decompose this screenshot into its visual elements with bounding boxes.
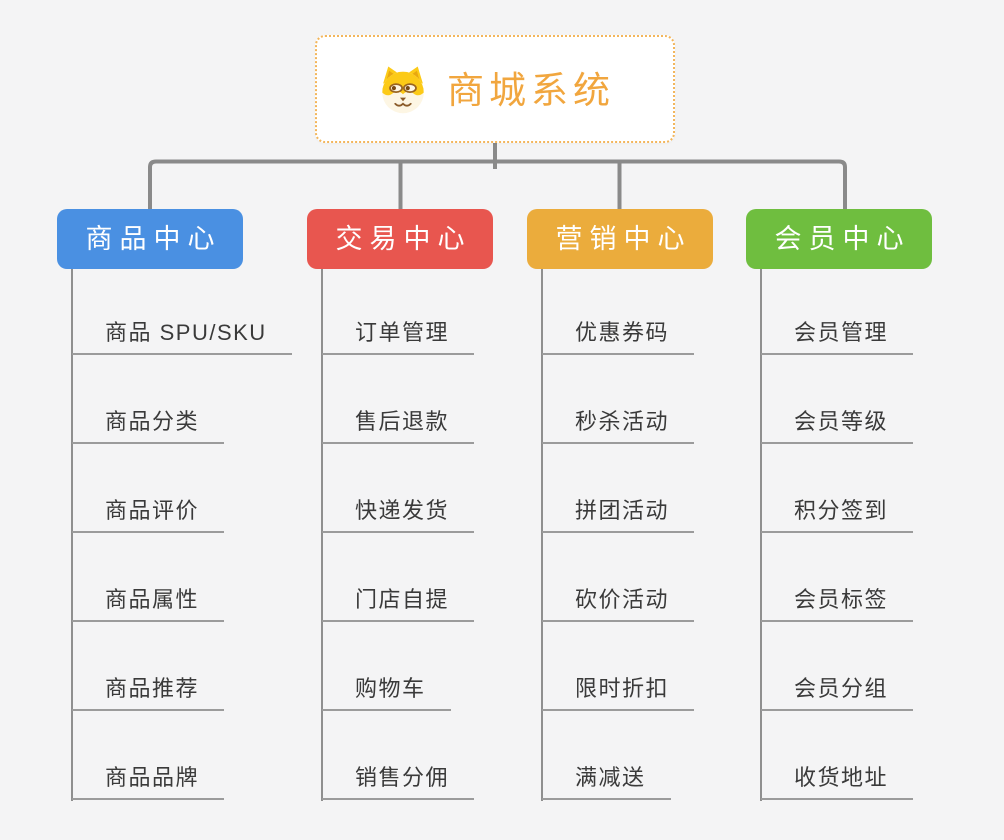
child-topic-row: 商品 SPU/SKU: [72, 269, 292, 355]
branch-children-list: 商品 SPU/SKU 商品分类商品评价商品属性商品推荐商品品牌: [72, 269, 292, 800]
child-topic-node[interactable]: 销售分佣: [322, 764, 475, 800]
child-topic-node[interactable]: 商品分类: [72, 408, 225, 444]
child-topic-row: 商品分类: [72, 355, 292, 444]
child-topic-node[interactable]: 订单管理: [322, 319, 475, 355]
child-topic-row: 会员等级: [761, 355, 914, 444]
child-topic-row: 优惠券码: [542, 269, 695, 355]
shiba-dog-icon: [382, 66, 424, 114]
child-topic-node[interactable]: 商品评价: [72, 497, 225, 533]
child-topic-row: 收货地址: [761, 711, 914, 800]
branch-children-list: 订单管理售后退款快递发货门店自提购物车销售分佣: [322, 269, 475, 800]
child-topic-row: 限时折扣: [542, 622, 695, 711]
child-topic-row: 积分签到: [761, 444, 914, 533]
child-topic-node[interactable]: 会员分组: [761, 675, 914, 711]
child-topic-node[interactable]: 收货地址: [761, 764, 914, 800]
child-topic-row: 快递发货: [322, 444, 475, 533]
child-topic-row: 拼团活动: [542, 444, 695, 533]
child-topic-node[interactable]: 售后退款: [322, 408, 475, 444]
root-topic-label: 商城系统: [447, 69, 615, 111]
child-topic-row: 商品属性: [72, 533, 292, 622]
child-topic-row: 会员管理: [761, 269, 914, 355]
branch-children-list: 会员管理会员等级积分签到会员标签会员分组收货地址: [761, 269, 914, 800]
branch-node-marketing[interactable]: 营销中心: [527, 209, 713, 269]
branch-rail-connector: [148, 159, 847, 209]
child-topic-node[interactable]: 优惠券码: [542, 319, 695, 355]
branch-node-trade[interactable]: 交易中心: [307, 209, 493, 269]
child-topic-node[interactable]: 会员管理: [761, 319, 914, 355]
child-topic-row: 销售分佣: [322, 711, 475, 800]
child-topic-node[interactable]: 砍价活动: [542, 586, 695, 622]
branch-node-members[interactable]: 会员中心: [746, 209, 932, 269]
child-topic-node[interactable]: 会员标签: [761, 586, 914, 622]
child-topic-row: 商品评价: [72, 444, 292, 533]
branch-node-products[interactable]: 商品中心: [57, 209, 243, 269]
branch-children-list: 优惠券码秒杀活动拼团活动砍价活动限时折扣满减送: [542, 269, 695, 800]
child-topic-node[interactable]: 积分签到: [761, 497, 914, 533]
child-topic-row: 会员分组: [761, 622, 914, 711]
child-topic-node[interactable]: 商品 SPU/SKU: [72, 319, 292, 355]
child-topic-row: 砍价活动: [542, 533, 695, 622]
child-topic-row: 购物车: [322, 622, 474, 711]
branch-column-products: 商品中心 商品 SPU/SKU 商品分类商品评价商品属性商品推荐商品品牌: [57, 209, 292, 800]
child-topic-row: 门店自提: [322, 533, 475, 622]
branch-column-marketing: 营销中心 优惠券码秒杀活动拼团活动砍价活动限时折扣满减送: [527, 209, 713, 800]
child-topic-row: 商品推荐: [72, 622, 292, 711]
child-topic-node[interactable]: 商品品牌: [72, 764, 225, 800]
branch-column-members: 会员中心 会员管理会员等级积分签到会员标签会员分组收货地址: [746, 209, 932, 800]
child-topic-row: 商品品牌: [72, 711, 292, 800]
child-topic-node[interactable]: 购物车: [322, 675, 451, 711]
child-topic-node[interactable]: 秒杀活动: [542, 408, 695, 444]
child-topic-row: 秒杀活动: [542, 355, 695, 444]
child-topic-node[interactable]: 快递发货: [322, 497, 475, 533]
branch-column-trade: 交易中心 订单管理售后退款快递发货门店自提购物车销售分佣: [307, 209, 493, 800]
child-topic-node[interactable]: 会员等级: [761, 408, 914, 444]
child-topic-node[interactable]: 限时折扣: [542, 675, 695, 711]
child-topic-node[interactable]: 商品推荐: [72, 675, 225, 711]
child-topic-row: 订单管理: [322, 269, 475, 355]
child-topic-node[interactable]: 满减送: [542, 764, 671, 800]
child-topic-row: 售后退款: [322, 355, 475, 444]
root-topic-node[interactable]: 商城系统: [315, 35, 675, 143]
child-topic-row: 满减送: [542, 711, 694, 800]
child-topic-node[interactable]: 商品属性: [72, 586, 225, 622]
child-topic-node[interactable]: 拼团活动: [542, 497, 695, 533]
child-topic-row: 会员标签: [761, 533, 914, 622]
child-topic-node[interactable]: 门店自提: [322, 586, 475, 622]
